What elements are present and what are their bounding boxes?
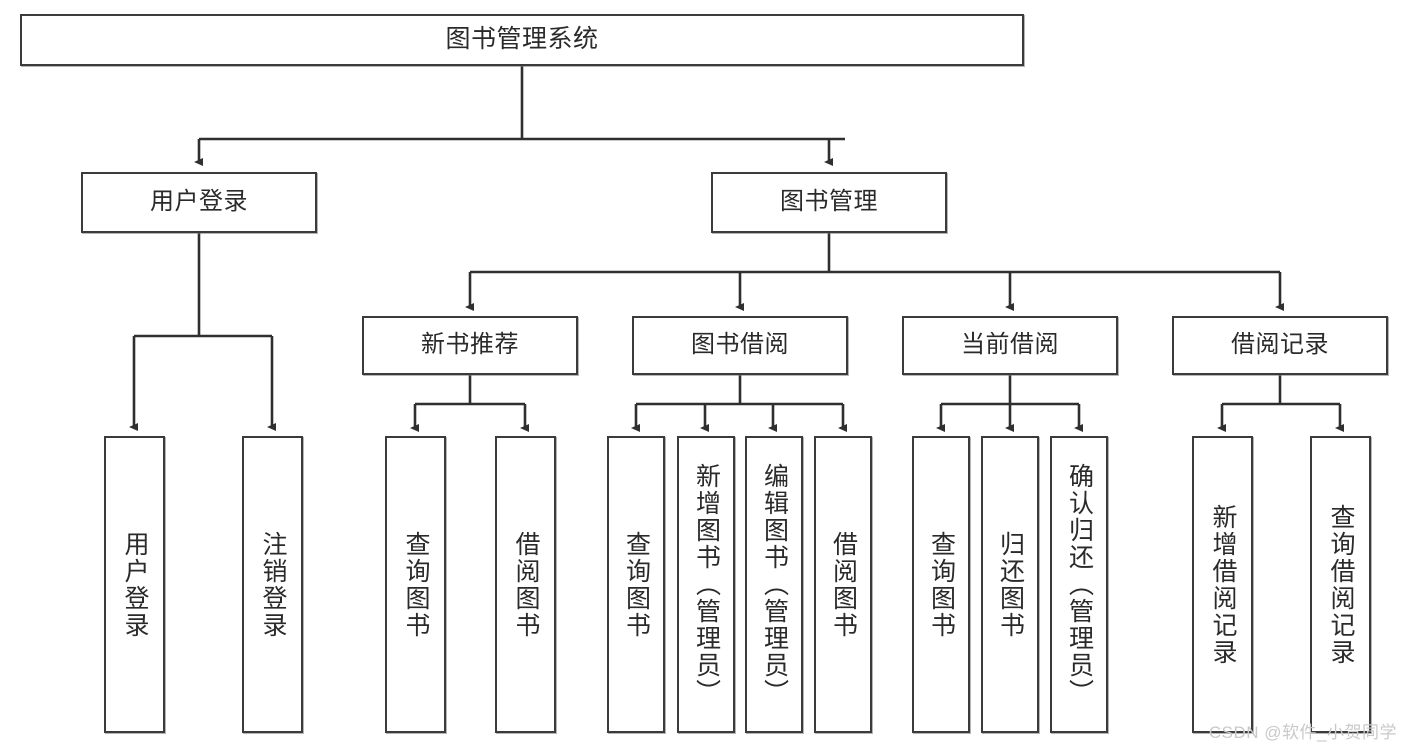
node-book-borrow-label: 图书借阅 bbox=[691, 331, 789, 359]
leaf-record-query-label: 查询借阅记录 bbox=[1327, 503, 1355, 666]
node-book-management-label: 图书管理 bbox=[780, 188, 878, 216]
leaf-user-login-logout[interactable]: 注销登录 bbox=[242, 436, 303, 733]
node-new-book-recommend-label: 新书推荐 bbox=[421, 331, 519, 359]
leaf-new-book-query-label: 查询图书 bbox=[402, 530, 430, 639]
leaf-record-add-label: 新增借阅记录 bbox=[1209, 503, 1237, 666]
leaf-borrow-query-book-label: 查询图书 bbox=[622, 530, 651, 639]
node-borrow-record-label: 借阅记录 bbox=[1231, 331, 1329, 359]
node-book-management[interactable]: 图书管理 bbox=[711, 172, 947, 233]
leaf-current-confirm-return[interactable]: 确认归还（管理员） bbox=[1050, 436, 1108, 733]
leaf-borrow-edit-book-label: 编辑图书（管理员） bbox=[760, 463, 789, 706]
leaf-current-query-book-label: 查询图书 bbox=[927, 530, 956, 639]
node-new-book-recommend[interactable]: 新书推荐 bbox=[362, 316, 578, 375]
leaf-current-return-book-label: 归还图书 bbox=[996, 530, 1025, 639]
leaf-current-return-book[interactable]: 归还图书 bbox=[981, 436, 1039, 733]
leaf-new-book-query[interactable]: 查询图书 bbox=[385, 436, 446, 733]
node-root[interactable]: 图书管理系统 bbox=[20, 14, 1024, 66]
leaf-new-book-borrow[interactable]: 借阅图书 bbox=[495, 436, 556, 733]
leaf-borrow-add-book[interactable]: 新增图书（管理员） bbox=[677, 436, 735, 733]
leaf-new-book-borrow-label: 借阅图书 bbox=[512, 530, 540, 639]
node-user-login-label: 用户登录 bbox=[150, 188, 248, 216]
leaf-current-confirm-return-label: 确认归还（管理员） bbox=[1065, 463, 1094, 706]
node-book-borrow[interactable]: 图书借阅 bbox=[632, 316, 848, 375]
leaf-record-query[interactable]: 查询借阅记录 bbox=[1310, 436, 1371, 733]
leaf-borrow-edit-book[interactable]: 编辑图书（管理员） bbox=[745, 436, 803, 733]
leaf-borrow-borrow-book[interactable]: 借阅图书 bbox=[814, 436, 872, 733]
leaf-user-login-login-label: 用户登录 bbox=[121, 530, 149, 639]
leaf-user-login-login[interactable]: 用户登录 bbox=[104, 436, 165, 733]
leaf-borrow-add-book-label: 新增图书（管理员） bbox=[692, 463, 721, 706]
node-user-login[interactable]: 用户登录 bbox=[81, 172, 317, 233]
node-root-label: 图书管理系统 bbox=[445, 25, 599, 54]
leaf-current-query-book[interactable]: 查询图书 bbox=[912, 436, 970, 733]
node-current-borrow[interactable]: 当前借阅 bbox=[902, 316, 1118, 375]
node-borrow-record[interactable]: 借阅记录 bbox=[1172, 316, 1388, 375]
leaf-borrow-borrow-book-label: 借阅图书 bbox=[829, 530, 858, 639]
leaf-user-login-logout-label: 注销登录 bbox=[259, 530, 287, 639]
csdn-watermark: CSDN @软件_小贺同学 bbox=[1208, 723, 1397, 742]
node-current-borrow-label: 当前借阅 bbox=[961, 331, 1059, 359]
leaf-record-add[interactable]: 新增借阅记录 bbox=[1192, 436, 1253, 733]
leaf-borrow-query-book[interactable]: 查询图书 bbox=[607, 436, 665, 733]
